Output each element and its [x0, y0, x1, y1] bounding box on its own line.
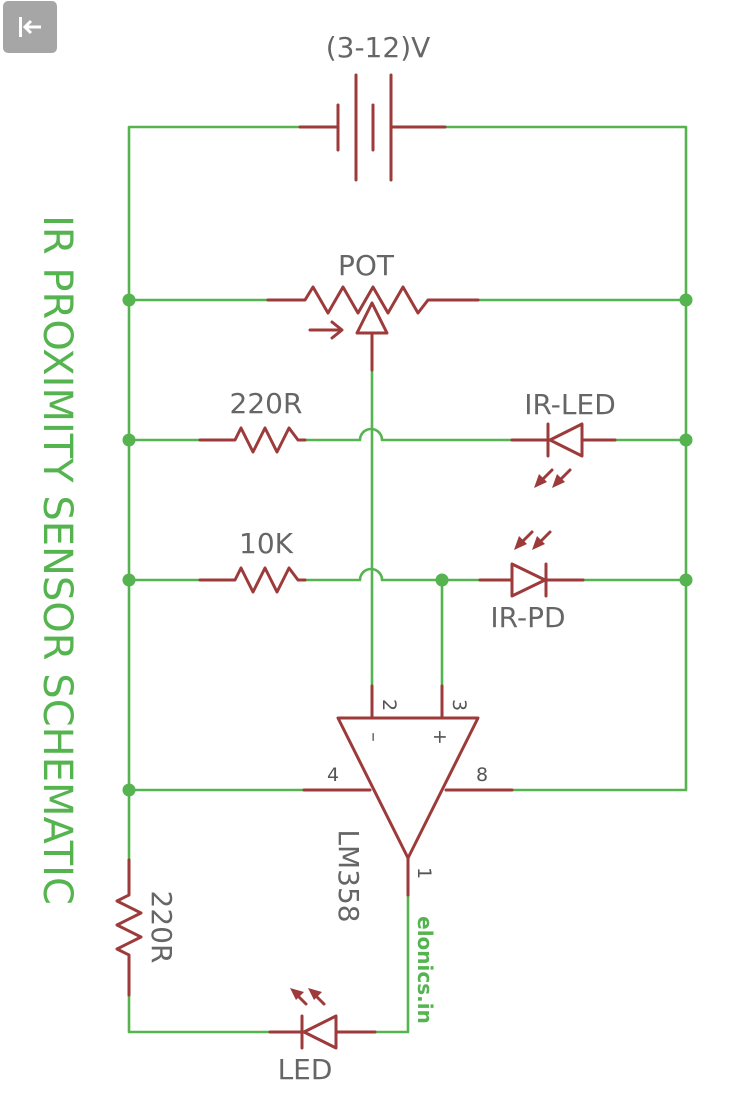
resistor-ir-led-label: 220R	[230, 387, 303, 420]
ir-pd-label: IR-PD	[490, 601, 565, 634]
led-symbol	[268, 988, 377, 1050]
opamp-label: LM358	[332, 829, 365, 922]
pot-label: POT	[338, 249, 395, 282]
resistor-ir-pd-label: 10K	[239, 527, 294, 560]
potentiometer-symbol	[266, 285, 480, 372]
diagram-title: IR PROXIMITY SENSOR SCHEMATIC	[34, 215, 80, 905]
back-button[interactable]	[3, 1, 57, 53]
opamp-pin-8: 8	[476, 764, 488, 786]
battery-symbol	[298, 73, 447, 182]
supply-voltage-label: (3-12)V	[326, 31, 431, 64]
resistor-ir-led	[198, 426, 307, 454]
ir-led-symbol	[510, 422, 617, 488]
junction-dots	[122, 293, 693, 797]
opamp-minus-sign: –	[363, 732, 385, 742]
led-label: LED	[278, 1053, 333, 1086]
opamp-pin-2: 2	[378, 699, 400, 711]
opamp-pin-1: 1	[413, 867, 435, 879]
exit-to-left-icon	[19, 17, 41, 37]
opamp-plus-sign: +	[429, 729, 451, 745]
resistor-led	[115, 858, 143, 997]
ir-photodiode-symbol	[478, 530, 585, 598]
credit-text: elonics.in	[413, 916, 437, 1024]
resistor-led-label: 220R	[145, 891, 178, 964]
wires	[127, 125, 688, 1034]
opamp-pin-3: 3	[448, 699, 470, 711]
resistor-ir-pd	[198, 566, 307, 594]
opamp-symbol	[302, 684, 514, 897]
ir-led-label: IR-LED	[524, 388, 616, 421]
opamp-pin-4: 4	[327, 764, 339, 786]
